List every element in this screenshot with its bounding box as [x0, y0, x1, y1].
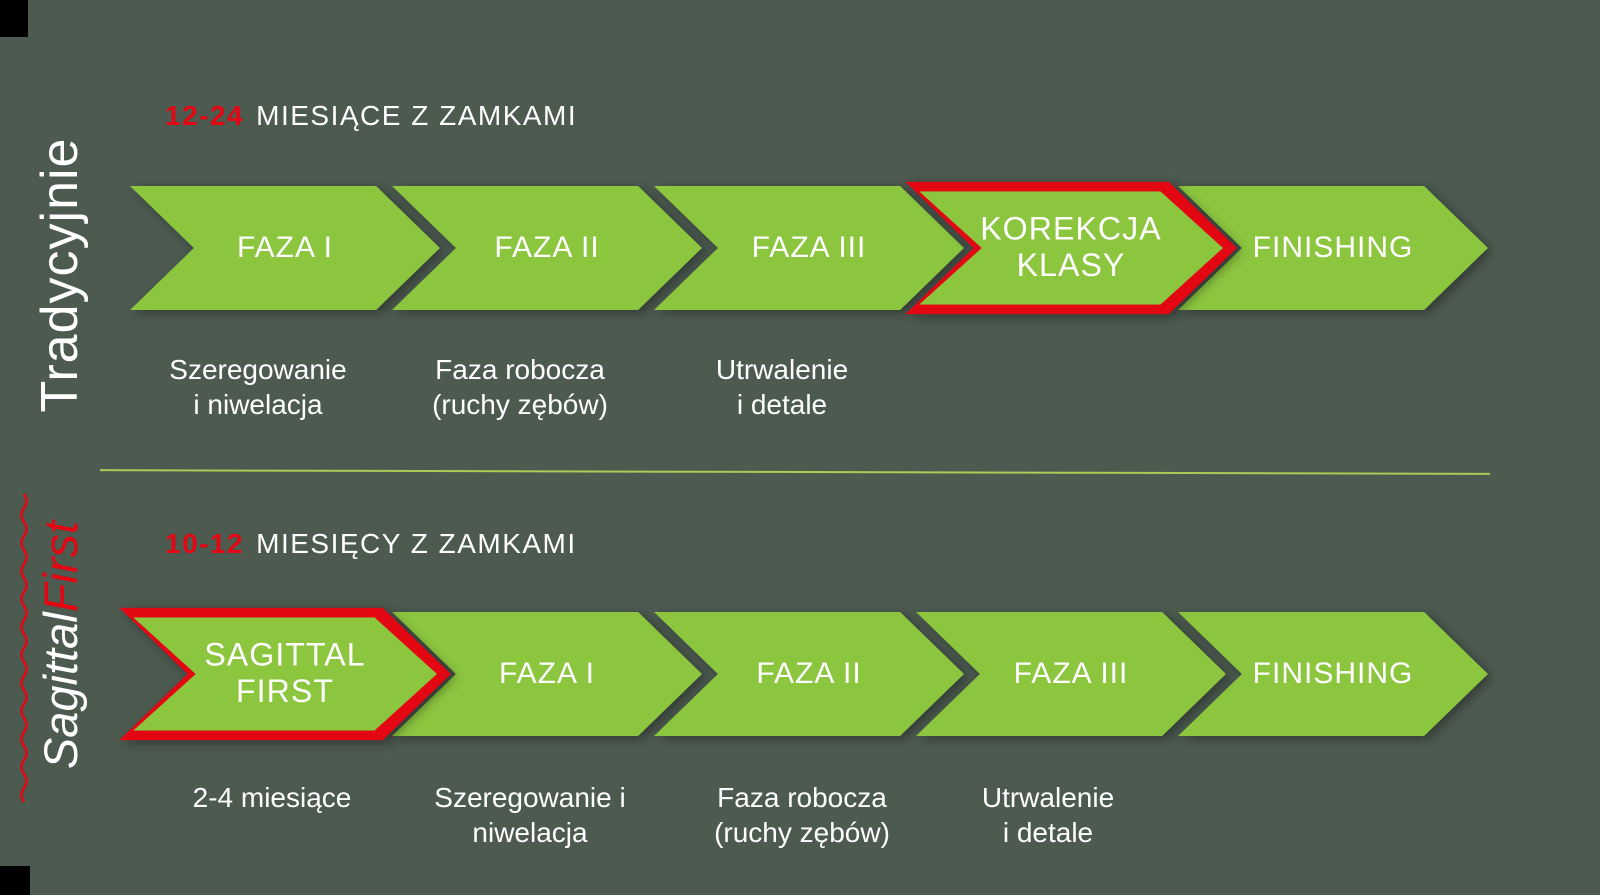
arrow-label: FAZA II: [494, 231, 600, 265]
sagittal-label-white: Sagittal: [34, 612, 87, 770]
duration-header-sagittal: 10-12 MIESIĘCY Z ZAMKAMI: [165, 528, 577, 560]
arrow-label: FINISHING: [1252, 231, 1414, 265]
arrow-trad-faza-ii: FAZA II: [392, 186, 702, 310]
note-sag-faza-iii: Utrwalenie i detale: [981, 782, 1115, 848]
arrow-sag-finishing: FINISHING: [1178, 612, 1488, 736]
arrow-sag-faza-iii: FAZA III: [916, 612, 1226, 736]
black-corner-top-left: [0, 0, 28, 37]
arrow-sag-sagittal-first: SAGITTAL FIRST: [119, 607, 451, 741]
arrow-label: FAZA I: [236, 231, 334, 265]
arrow-trad-faza-iii: FAZA III: [654, 186, 964, 310]
arrow-label: FAZA I: [498, 657, 596, 691]
duration-header-traditional: 12-24 MIESIĄCE Z ZAMKAMI: [165, 100, 577, 132]
note-sag-sagittal-first: 2-4 miesiące: [192, 782, 352, 813]
black-corner-bottom-left: [0, 866, 30, 895]
note-trad-faza-ii: Faza robocza (ruchy zębów): [432, 354, 608, 420]
arrow-label: FAZA III: [1013, 657, 1129, 691]
arrow-trad-korekcja-klasy: KOREKCJA KLASY: [905, 181, 1237, 315]
sagittal-label-red: First: [34, 520, 87, 613]
arrow-label: SAGITTAL FIRST: [204, 638, 366, 710]
duration-caption: MIESIĄCE Z ZAMKAMI: [256, 100, 578, 131]
section-divider-line: [99, 469, 1491, 475]
timeline-row-sagittal: SAGITTAL FIRST FAZA I FAZA II FAZA III F…: [119, 607, 1488, 741]
note-sag-faza-i: Szeregowanie i niwelacja: [434, 782, 626, 848]
red-squiggle-underline-icon: [20, 493, 28, 803]
note-trad-faza-iii: Utrwalenie i detale: [715, 354, 849, 420]
duration-value: 10-12: [165, 528, 245, 559]
arrow-label: FAZA III: [751, 231, 867, 265]
note-sag-faza-ii: Faza robocza (ruchy zębów): [714, 782, 890, 848]
duration-caption: MIESIĘCY Z ZAMKAMI: [256, 528, 577, 559]
arrow-sag-faza-ii: FAZA II: [654, 612, 964, 736]
arrow-label: FINISHING: [1252, 657, 1414, 691]
timeline-row-traditional: FAZA I FAZA II FAZA III KOREKCJA KLASY F…: [130, 181, 1488, 315]
arrow-trad-faza-i: FAZA I: [130, 186, 440, 310]
note-trad-faza-i: Szeregowanie i niwelacja: [169, 354, 347, 420]
duration-value: 12-24: [165, 100, 245, 131]
arrow-label: FAZA II: [756, 657, 862, 691]
arrow-label: KOREKCJA KLASY: [980, 212, 1162, 284]
